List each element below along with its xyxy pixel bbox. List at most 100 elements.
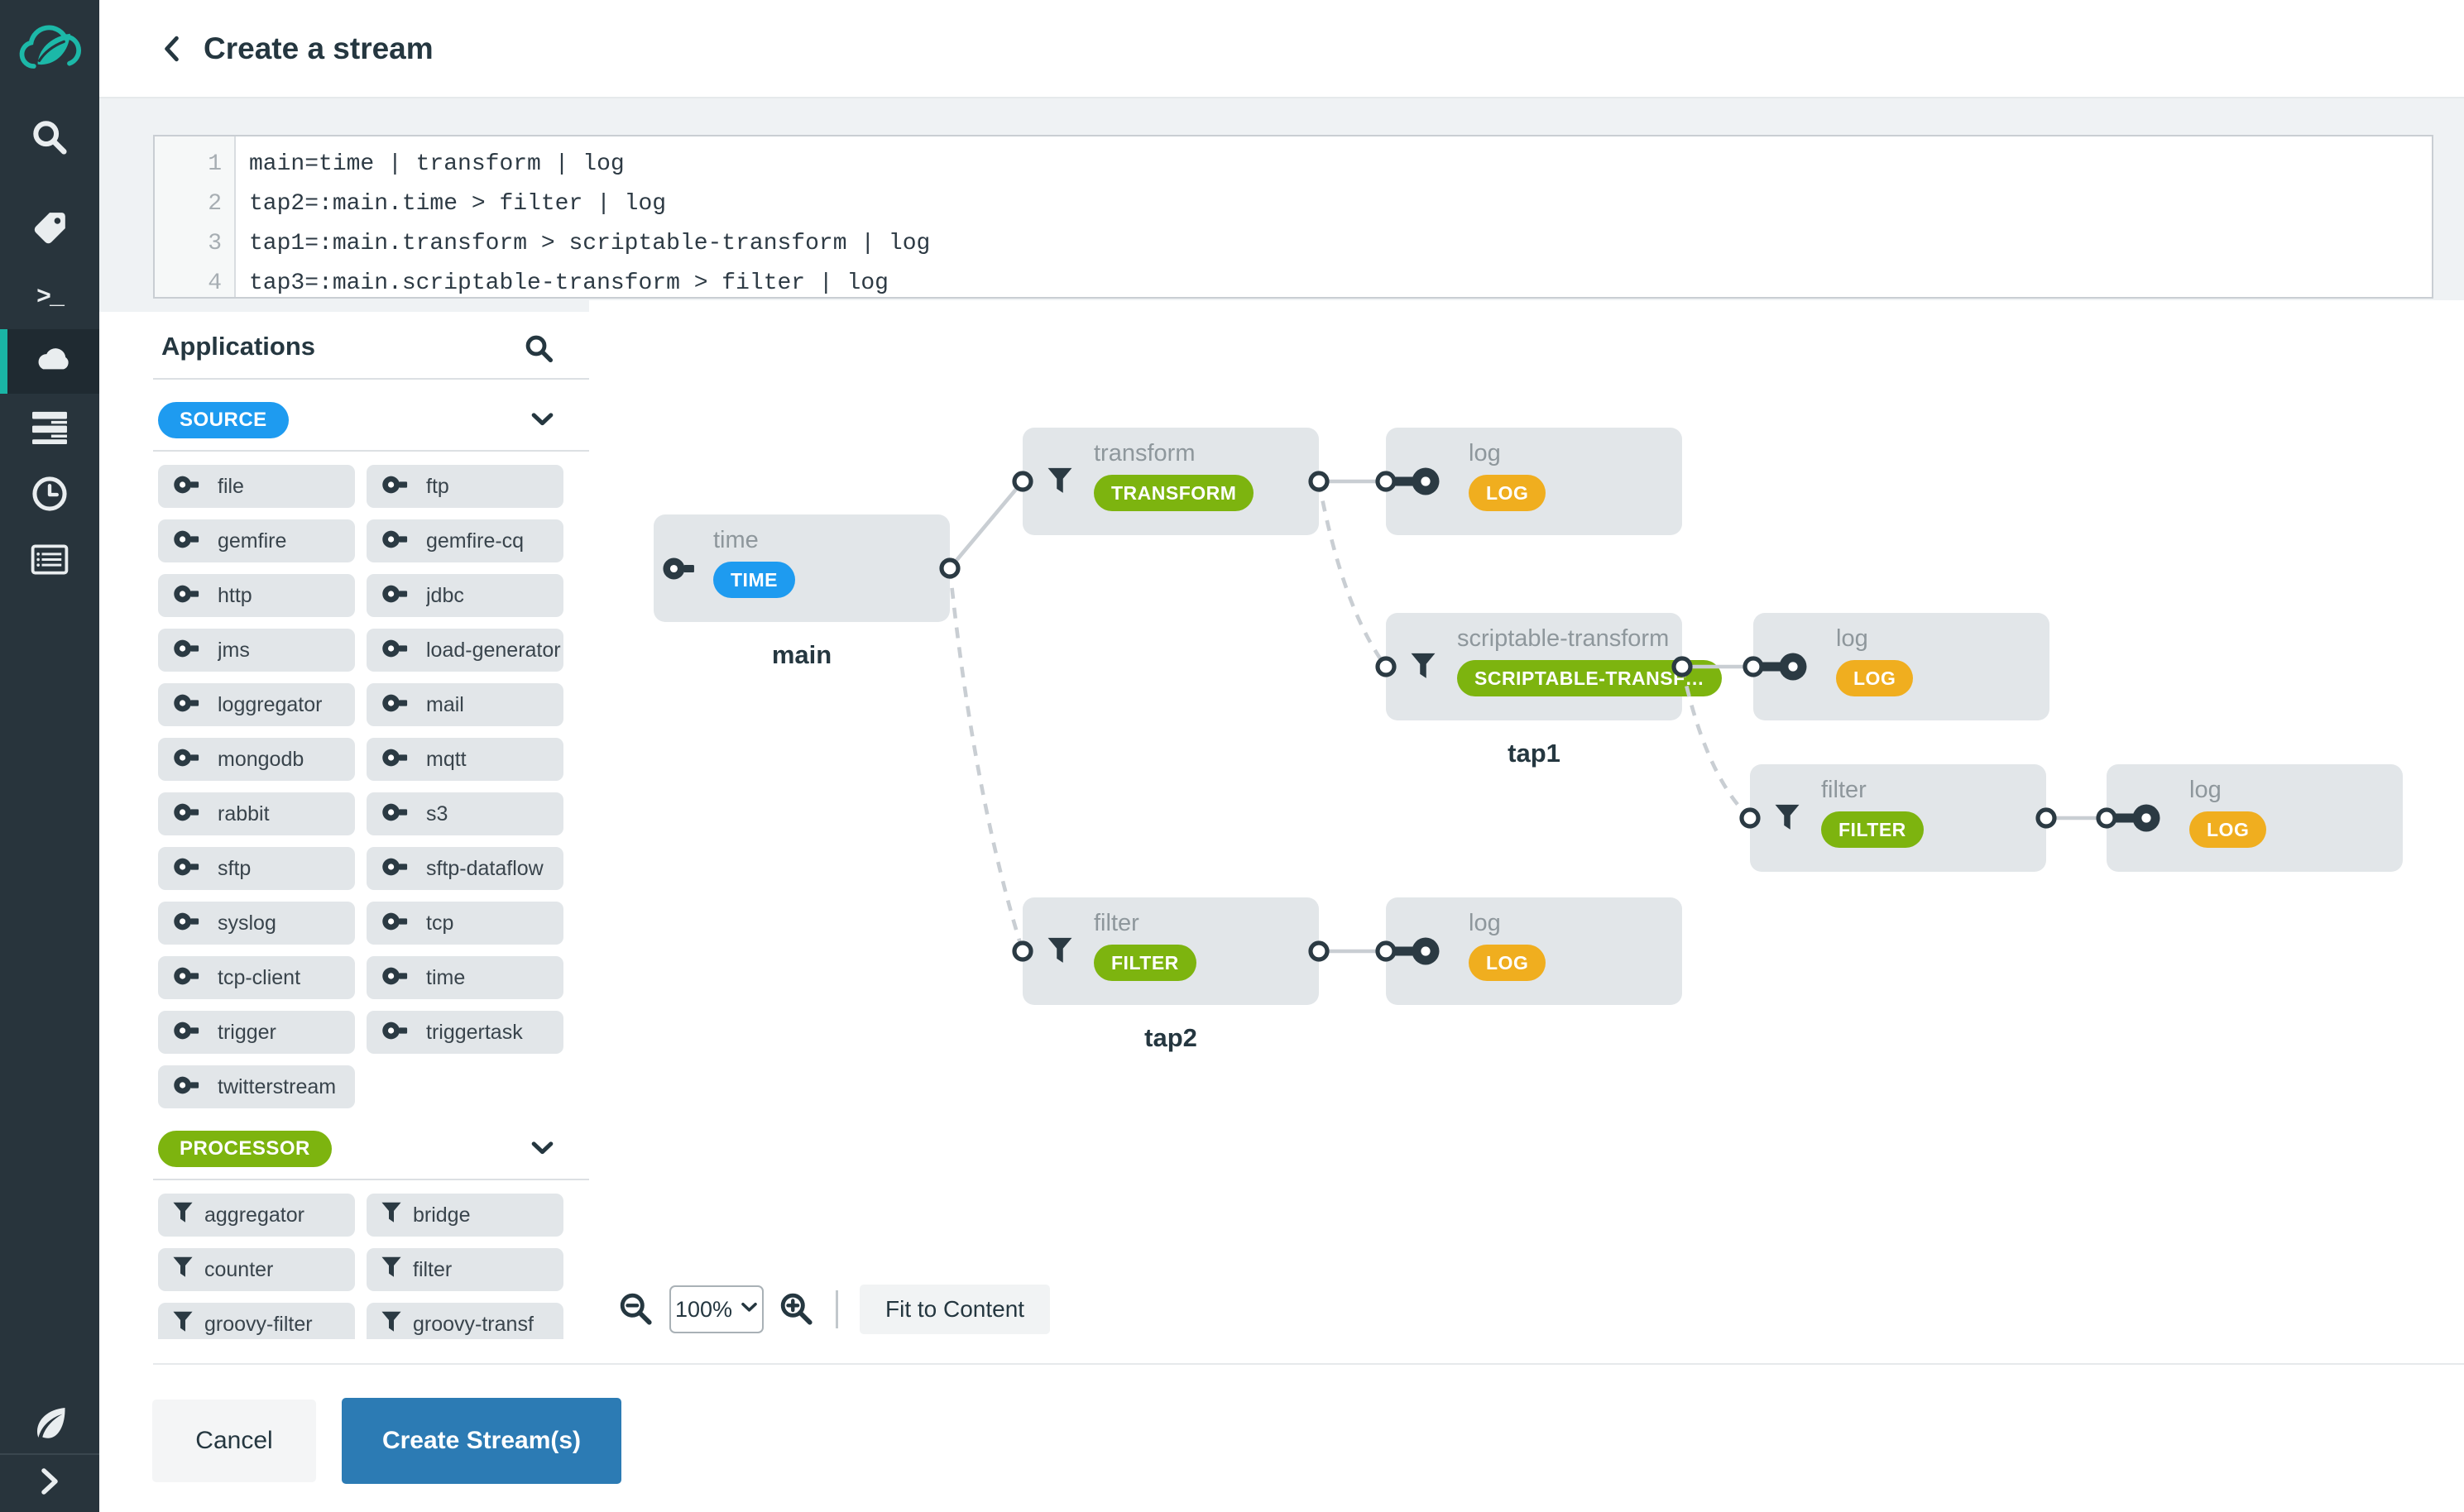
funnel-glyph [381, 1311, 401, 1338]
palette-app-triggertask[interactable]: triggertask [367, 1011, 563, 1054]
node-badge: LOG [1469, 475, 1546, 511]
palette-app-sftp-dataflow[interactable]: sftp-dataflow [367, 847, 563, 890]
node-label: log [1836, 625, 1868, 652]
scdf-logo-icon[interactable] [12, 10, 88, 86]
editor-line: main=time | transform | log [249, 151, 625, 177]
palette-app-counter[interactable]: counter [158, 1248, 355, 1291]
fit-to-content-button[interactable]: Fit to Content [860, 1285, 1051, 1334]
source-glyph [173, 583, 206, 609]
palette-app-mqtt[interactable]: mqtt [367, 738, 563, 781]
canvas-controls: 100% Fit to Content [619, 1283, 1051, 1336]
palette-app-http[interactable]: http [158, 574, 355, 617]
palette-app-gemfire-cq[interactable]: gemfire-cq [367, 519, 563, 562]
canvas-node-log-1[interactable]: log LOG [1386, 428, 1682, 535]
palette-app-groovy-filter[interactable]: groovy-filter [158, 1303, 355, 1339]
funnel-glyph [1047, 467, 1072, 500]
back-button chevron-left-icon[interactable] [161, 35, 182, 63]
canvas-node-log-2[interactable]: log LOG [1753, 613, 2049, 720]
terminal-icon: >_ [36, 284, 65, 312]
sidebar-item-records[interactable] [0, 529, 99, 594]
chevron-down-icon[interactable] [530, 412, 554, 431]
node-label: scriptable-transform [1457, 625, 1670, 652]
search-icon[interactable] [524, 333, 554, 368]
create-streams-button[interactable]: Create Stream(s) [342, 1398, 621, 1484]
sidebar-item-tags[interactable] [0, 198, 99, 262]
funnel-glyph [173, 1311, 193, 1338]
palette-app-label: syslog [218, 911, 276, 935]
source-glyph [381, 583, 415, 609]
palette-app-load-generator[interactable]: load-generator [367, 629, 563, 672]
section-badge-source[interactable]: SOURCE [158, 402, 289, 438]
palette-app-groovy-transf[interactable]: groovy-transf [367, 1303, 563, 1339]
zoom-out-icon[interactable] [619, 1292, 654, 1327]
palette-app-bridge[interactable]: bridge [367, 1194, 563, 1237]
canvas-node-log-3[interactable]: log LOG [2107, 764, 2403, 872]
palette-app-label: groovy-transf [413, 1312, 534, 1336]
palette-app-trigger[interactable]: trigger [158, 1011, 355, 1054]
node-badge: SCRIPTABLE-TRANSF… [1457, 660, 1723, 696]
chevron-down-icon[interactable] [530, 1141, 554, 1160]
canvas-node-time[interactable]: time TIME [654, 514, 950, 622]
stack-icon [31, 410, 69, 448]
node-badge: LOG [1469, 945, 1546, 981]
funnel-glyph [173, 1202, 193, 1229]
palette-app-mongodb[interactable]: mongodb [158, 738, 355, 781]
canvas-node-filter-tap3[interactable]: filter FILTER [1750, 764, 2046, 872]
zoom-level-value: 100% [674, 1296, 733, 1322]
source-glyph [381, 638, 415, 663]
palette-app-tcp[interactable]: tcp [367, 902, 563, 945]
palette-app-loggregator[interactable]: loggregator [158, 683, 355, 726]
sidebar-item-cloud-apps[interactable] [0, 329, 99, 394]
palette-app-syslog[interactable]: syslog [158, 902, 355, 945]
palette-app-sftp[interactable]: sftp [158, 847, 355, 890]
sidebar-item-expand[interactable] [0, 1453, 99, 1512]
sidebar-item-streams[interactable] [0, 397, 99, 462]
palette-app-aggregator[interactable]: aggregator [158, 1194, 355, 1237]
palette-app-label: trigger [218, 1020, 276, 1044]
palette-app-jdbc[interactable]: jdbc [367, 574, 563, 617]
palette-app-ftp[interactable]: ftp [367, 465, 563, 508]
sidebar-item-shell[interactable]: >_ [0, 266, 99, 330]
palette-app-gemfire[interactable]: gemfire [158, 519, 355, 562]
stream-name-label: tap1 [1508, 739, 1560, 768]
source-glyph [381, 965, 415, 991]
palette-app-label: jdbc [426, 583, 464, 607]
palette-app-rabbit[interactable]: rabbit [158, 792, 355, 835]
palette-app-s3[interactable]: s3 [367, 792, 563, 835]
node-label: transform [1094, 440, 1196, 467]
zoom-in-icon[interactable] [779, 1292, 814, 1327]
palette-app-tcp-client[interactable]: tcp-client [158, 956, 355, 999]
source-glyph [381, 474, 415, 500]
sidebar-item-search[interactable] [0, 107, 99, 171]
funnel-glyph [381, 1256, 401, 1284]
canvas-node-scriptable-transform[interactable]: scriptable-transform SCRIPTABLE-TRANSF… [1386, 613, 1723, 720]
zoom-level-select[interactable]: 100% [669, 1285, 764, 1333]
palette-grid: aggregator bridge counter filter groovy-… [153, 1194, 589, 1339]
sidebar-item-about[interactable] [0, 1391, 99, 1456]
palette-app-filter[interactable]: filter [367, 1248, 563, 1291]
canvas-node-filter-tap2[interactable]: filter FILTER [1023, 897, 1319, 1005]
tag-icon [31, 209, 69, 251]
page-header: Create a stream [99, 0, 2464, 98]
canvas-node-log-4[interactable]: log LOG [1386, 897, 1682, 1005]
palette-app-label: groovy-filter [204, 1312, 313, 1336]
palette-app-jms[interactable]: jms [158, 629, 355, 672]
palette-app-file[interactable]: file [158, 465, 355, 508]
palette-app-twitterstream[interactable]: twitterstream [158, 1065, 355, 1108]
palette-app-label: s3 [426, 801, 448, 825]
palette-app-mail[interactable]: mail [367, 683, 563, 726]
palette-app-label: filter [413, 1257, 453, 1281]
palette-app-label: bridge [413, 1203, 471, 1227]
palette-app-time[interactable]: time [367, 956, 563, 999]
funnel-glyph [381, 1202, 401, 1229]
cancel-button[interactable]: Cancel [152, 1400, 316, 1482]
funnel-glyph [1047, 937, 1072, 970]
canvas-node-transform[interactable]: transform TRANSFORM [1023, 428, 1319, 535]
section-badge-processor[interactable]: PROCESSOR [158, 1131, 332, 1167]
sidebar-item-history[interactable] [0, 463, 99, 528]
palette-app-label: twitterstream [218, 1074, 337, 1098]
source-glyph [662, 555, 703, 586]
